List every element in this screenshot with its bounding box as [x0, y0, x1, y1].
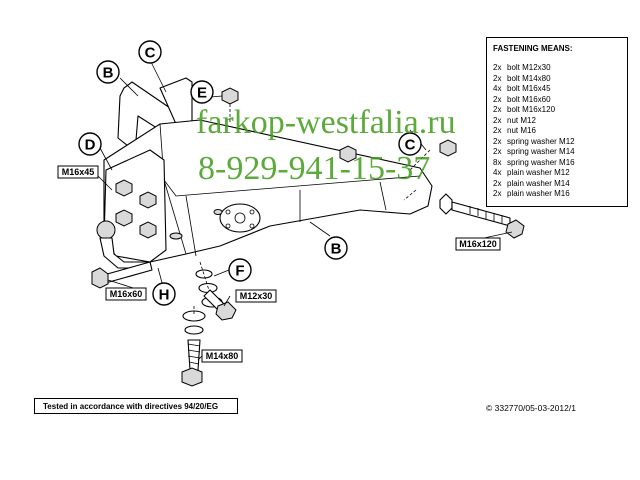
svg-text:M14x80: M14x80 — [206, 351, 239, 361]
fastening-desc: nut M16 — [507, 126, 536, 135]
svg-text:M16x120: M16x120 — [459, 239, 497, 249]
bolt-m16x60 — [91, 261, 153, 289]
svg-text:B: B — [331, 241, 342, 258]
fastening-item: 2x spring washer M12 — [493, 137, 621, 148]
fastening-qty: 2x — [493, 94, 502, 104]
svg-text:F: F — [235, 263, 244, 280]
svg-text:C: C — [405, 137, 416, 154]
fastening-item: 4x bolt M16x45 — [493, 84, 621, 95]
svg-text:M16x60: M16x60 — [110, 289, 143, 299]
fastening-item: 2x plain washer M16 — [493, 189, 621, 200]
svg-text:H: H — [159, 287, 170, 304]
fastening-item: 8x spring washer M16 — [493, 158, 621, 169]
label-m16x45: M16x45 — [57, 165, 99, 179]
watermark-site: farkop-westfalia.ru — [196, 104, 456, 141]
fastening-qty: 2x — [493, 178, 502, 188]
fastening-desc: spring washer M12 — [507, 136, 575, 146]
bolt-e — [221, 87, 239, 124]
fastening-qty: 2x — [493, 189, 502, 198]
fastening-desc: plain washer M12 — [507, 168, 570, 177]
callout-f: F — [228, 258, 252, 282]
fastening-desc: plain washer M14 — [507, 178, 570, 188]
callout-b-bottom: B — [324, 236, 348, 260]
fastening-title: FASTENING MEANS: — [493, 44, 573, 53]
fastening-item: 2x bolt M14x80 — [493, 74, 621, 85]
callout-c-top: C — [138, 40, 162, 64]
side-bolts — [115, 179, 157, 239]
label-m16x60: M16x60 — [105, 287, 147, 301]
svg-text:M12x30: M12x30 — [240, 291, 273, 301]
fastening-qty: 2x — [493, 105, 502, 114]
callout-h: H — [152, 282, 176, 306]
fastening-desc: plain washer M16 — [507, 189, 570, 198]
copyright-text: © 332770/05-03-2012/1 — [486, 403, 576, 413]
fastening-desc: spring washer M14 — [507, 147, 575, 156]
fastening-qty: 2x — [493, 63, 502, 72]
callout-e: E — [190, 80, 214, 104]
svg-text:D: D — [85, 137, 96, 154]
fastening-desc: bolt M14x80 — [507, 73, 551, 83]
svg-text:C: C — [145, 45, 156, 62]
callout-d: D — [78, 132, 102, 156]
fastening-item: 2x bolt M16x120 — [493, 105, 621, 116]
fastening-item: 4x plain washer M12 — [493, 168, 621, 179]
label-m12x30: M12x30 — [235, 289, 277, 303]
fastening-qty: 2x — [493, 147, 502, 156]
callout-b-top: B — [96, 60, 120, 84]
fastening-item: 2x nut M12 — [493, 116, 621, 127]
fastening-qty: 2x — [493, 136, 502, 146]
bolt-m12x30 — [203, 289, 237, 321]
fastening-desc: bolt M16x60 — [507, 94, 551, 104]
fastening-qty: 4x — [493, 84, 502, 93]
svg-text:E: E — [197, 85, 207, 102]
fastening-qty: 2x — [493, 73, 502, 83]
fastening-desc: spring washer M16 — [507, 157, 575, 167]
socket-plate — [219, 203, 261, 233]
fastening-item: 2x bolt M16x60 — [493, 95, 621, 106]
tested-note: Tested in accordance with directives 94/… — [34, 398, 238, 414]
svg-text:B: B — [103, 65, 114, 82]
label-m16x120: M16x120 — [455, 237, 501, 251]
fastening-qty: 2x — [493, 115, 502, 125]
fastening-desc: nut M12 — [507, 115, 536, 125]
fastening-desc: bolt M12x30 — [507, 63, 551, 72]
fastening-desc: bolt M16x120 — [507, 105, 556, 114]
fastening-item: 2x nut M16 — [493, 126, 621, 137]
fastening-qty: 4x — [493, 168, 502, 177]
bolt-m16x120 — [439, 193, 525, 239]
svg-text:M16x45: M16x45 — [62, 167, 95, 177]
bolt-c-right — [339, 139, 457, 201]
watermark-phone: 8-929-941-15-37 — [198, 150, 431, 187]
fastening-qty: 8x — [493, 157, 502, 167]
label-m14x80: M14x80 — [201, 349, 243, 363]
fastening-desc: bolt M16x45 — [507, 84, 551, 93]
fastening-item: 2x bolt M12x30 — [493, 63, 621, 74]
fastening-means-box: FASTENING MEANS: 2x bolt M12x30 2x bolt M14… — [486, 37, 628, 207]
fastening-item: 2x spring washer M14 — [493, 147, 621, 158]
fastening-item: 2x plain washer M14 — [493, 179, 621, 190]
bolt-m14x80 — [181, 306, 206, 387]
fastening-qty: 2x — [493, 126, 502, 135]
callout-c-right: C — [398, 132, 422, 156]
